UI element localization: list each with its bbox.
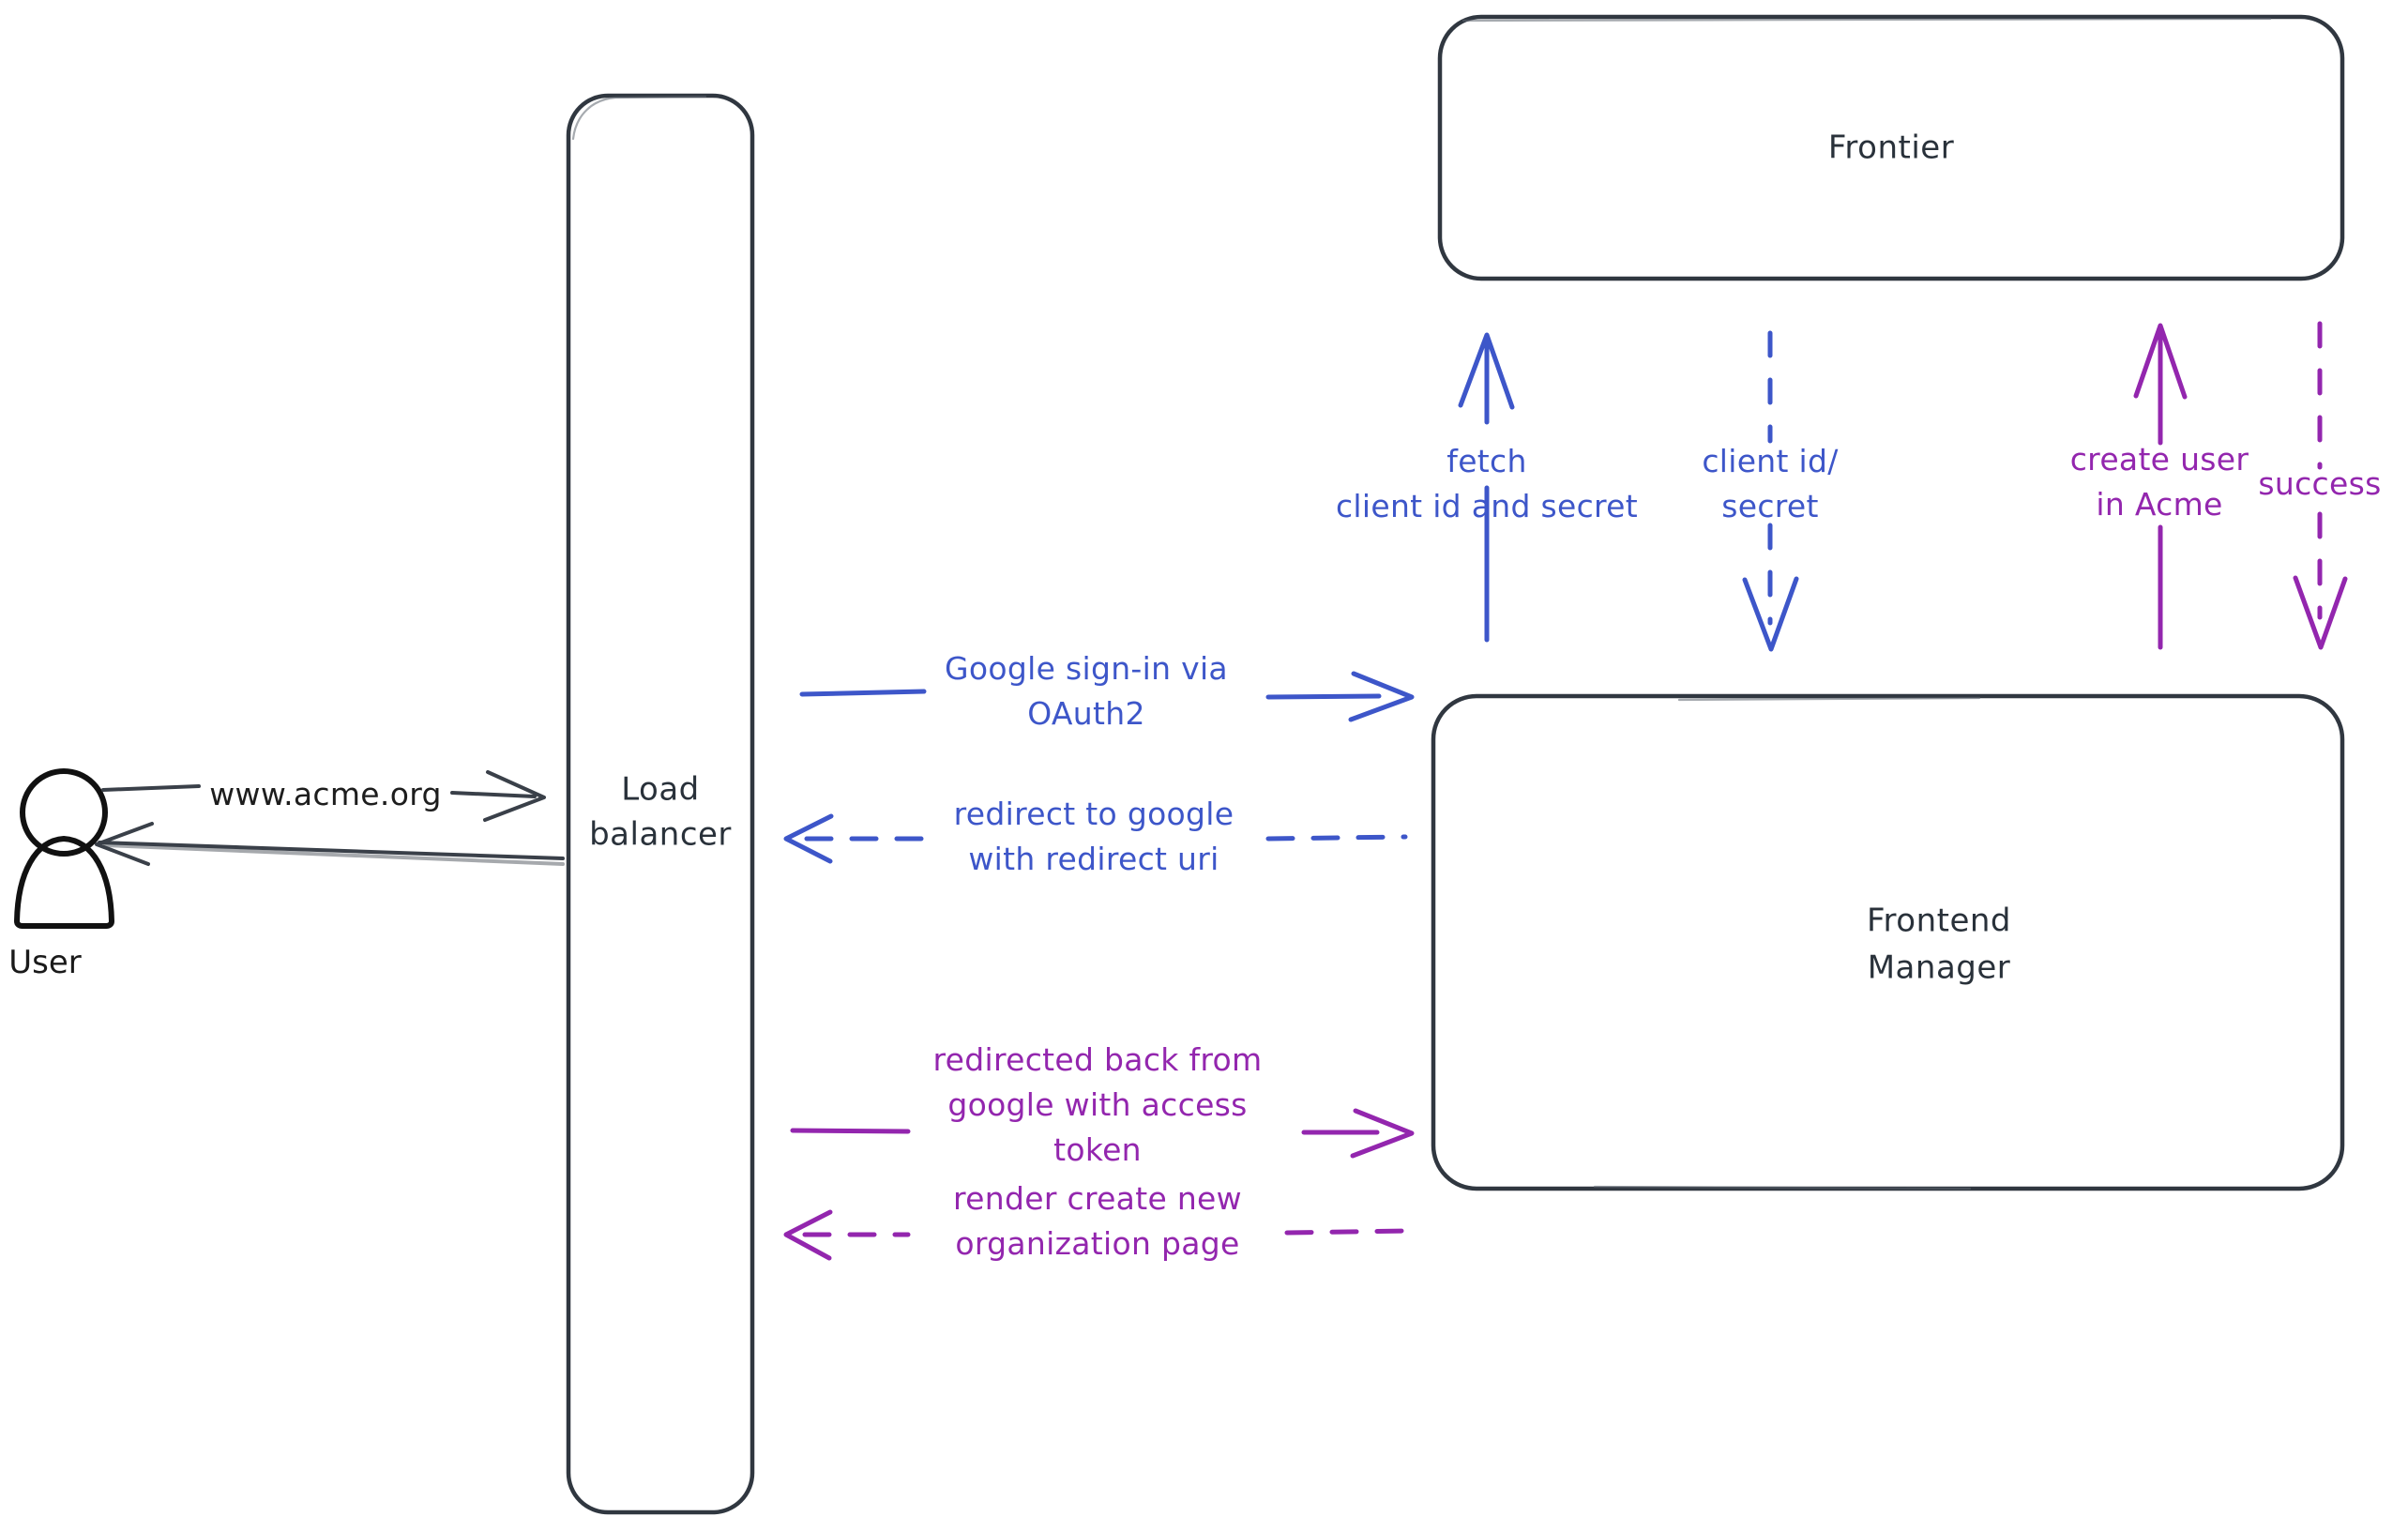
edge-lb-to-fm-signin[interactable]: Google sign-in via OAuth2	[799, 650, 1415, 732]
edge-lb-to-user-arrowhead-icon	[95, 822, 154, 866]
node-load-balancer[interactable]: Load balancer	[566, 93, 755, 1515]
edge-lb-to-fm-token[interactable]: redirected back from google with access …	[790, 1041, 1415, 1168]
edge-lb-to-fm-token-arrowhead-icon	[1350, 1108, 1415, 1159]
frontend-manager-box-sketch-accent-2	[1593, 1185, 1972, 1191]
edge-fm-to-lb-render[interactable]: render create new organization page	[783, 1180, 1408, 1262]
edge-fm-to-lb-render-label-line-1: render create new	[953, 1180, 1242, 1217]
frontier-label: Frontier	[1828, 129, 1954, 167]
load-balancer-box-sketch-accent	[571, 95, 707, 141]
frontend-manager-box-sketch-accent	[1677, 696, 1981, 702]
edge-frontier-to-fm-success[interactable]: success	[2258, 321, 2381, 650]
actor-user[interactable]: User	[8, 768, 114, 981]
edge-user-to-lb-line-right	[450, 791, 537, 798]
edge-fm-to-frontier-fetch[interactable]: fetch client id and secret	[1336, 332, 1638, 643]
edge-user-to-lb-arrowhead-icon	[483, 770, 546, 822]
edge-lb-to-fm-signin-line-right	[1265, 693, 1382, 700]
edge-user-to-lb-line-left	[101, 784, 201, 792]
edge-lb-to-user-line	[98, 841, 565, 860]
edge-lb-to-user[interactable]	[95, 822, 565, 866]
frontend-manager-label-line-1: Frontend	[1867, 903, 2011, 940]
edge-fm-to-frontier-create-user-label-line-2: in Acme	[2096, 486, 2222, 523]
edge-lb-to-user-line2	[103, 843, 565, 866]
edge-fm-to-lb-redirect-line-right	[1265, 834, 1408, 842]
edge-fm-to-lb-render-arrowhead-icon	[783, 1209, 833, 1261]
edge-frontier-to-fm-creds-arrowhead-icon	[1742, 576, 1799, 652]
edge-fm-to-frontier-fetch-label-line-1: fetch	[1446, 443, 1526, 479]
edge-frontier-to-fm-creds-label-line-2: secret	[1721, 488, 1819, 524]
edge-lb-to-fm-token-label-line-2: google with access	[947, 1086, 1247, 1123]
actor-user-label: User	[8, 944, 82, 981]
node-frontend-manager[interactable]: Frontend Manager	[1431, 693, 2345, 1191]
edge-fm-to-lb-render-label-line-2: organization page	[955, 1225, 1239, 1262]
edge-fm-to-lb-render-line-right	[1284, 1228, 1408, 1236]
edge-fm-to-frontier-create-user-label-line-1: create user	[2070, 441, 2249, 478]
edge-fm-to-lb-redirect[interactable]: redirect to google with redirect uri	[783, 796, 1408, 877]
edge-frontier-to-fm-creds-label-line-1: client id/	[1702, 443, 1839, 479]
edge-fm-to-frontier-create-user[interactable]: create user in Acme	[2070, 323, 2249, 650]
edge-lb-to-fm-signin-line-left	[799, 689, 927, 697]
user-head-icon	[20, 768, 108, 857]
edge-fm-to-lb-redirect-arrowhead-icon	[783, 813, 834, 864]
load-balancer-label-line-1: Load	[621, 771, 700, 809]
edge-user-to-lb-label: www.acme.org	[209, 776, 441, 812]
edge-frontier-to-fm-creds[interactable]: client id/ secret	[1702, 330, 1839, 652]
edge-fm-to-frontier-fetch-arrowhead-icon	[1458, 332, 1515, 410]
frontend-manager-box	[1431, 693, 2345, 1191]
edge-lb-to-fm-signin-arrowhead-icon	[1348, 671, 1415, 722]
edge-lb-to-fm-signin-label-line-2: OAuth2	[1027, 695, 1145, 732]
edge-user-to-lb[interactable]: www.acme.org	[101, 770, 546, 822]
edge-frontier-to-fm-success-label: success	[2258, 465, 2381, 502]
edge-fm-to-lb-redirect-label-line-1: redirect to google	[954, 796, 1234, 832]
load-balancer-label-line-2: balancer	[589, 816, 732, 854]
edge-lb-to-fm-token-line-left	[790, 1128, 911, 1134]
node-frontier[interactable]: Frontier	[1437, 14, 2345, 281]
edge-fm-to-lb-redirect-label-line-2: with redirect uri	[968, 841, 1219, 877]
edge-lb-to-fm-signin-label-line-1: Google sign-in via	[945, 650, 1228, 687]
edge-lb-to-fm-token-label-line-3: token	[1053, 1131, 1142, 1168]
frontier-box-sketch-accent	[1461, 17, 2272, 23]
edge-lb-to-fm-token-label-line-1: redirected back from	[933, 1041, 1263, 1078]
frontier-box	[1437, 14, 2345, 281]
frontend-manager-label-line-2: Manager	[1868, 949, 2011, 987]
user-body-icon	[14, 836, 114, 929]
load-balancer-box	[566, 93, 755, 1515]
edge-fm-to-frontier-fetch-label-line-2: client id and secret	[1336, 488, 1638, 524]
edge-fm-to-frontier-create-user-arrowhead-icon	[2133, 323, 2188, 400]
edge-frontier-to-fm-success-arrowhead-icon	[2293, 575, 2348, 650]
